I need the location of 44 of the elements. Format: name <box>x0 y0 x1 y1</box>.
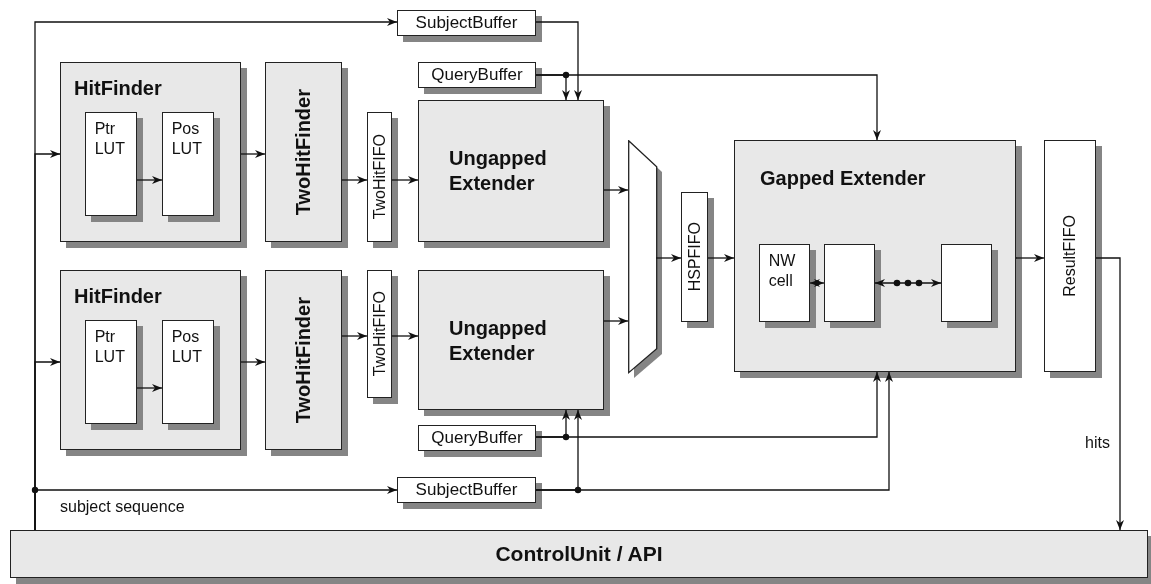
control-unit-label: ControlUnit / API <box>495 542 663 566</box>
buffer-label: SubjectBuffer <box>415 13 518 33</box>
arrow <box>535 371 881 438</box>
fifo-label: ResultFIFO <box>1061 215 1079 297</box>
arrow <box>655 254 682 262</box>
arrow <box>874 279 942 287</box>
module-title: TwoHitFinder <box>292 88 315 216</box>
arrow <box>603 317 629 325</box>
arrow <box>341 332 368 340</box>
arrow <box>136 176 163 184</box>
arrow <box>1015 254 1045 262</box>
arrow <box>391 332 419 340</box>
module-title: HitFinder <box>74 284 163 309</box>
arrow <box>240 358 266 366</box>
arrow <box>535 371 893 491</box>
fifo-label: TwoHitFIFO <box>370 291 389 377</box>
arrow <box>341 176 368 184</box>
module-title: HitFinder <box>74 76 163 101</box>
arrow <box>391 176 419 184</box>
module-title: Gapped Extender <box>760 166 927 191</box>
buffer-label: QueryBuffer <box>431 65 523 85</box>
multiplexer-trapezoid <box>628 140 664 380</box>
buffer-label: QueryBuffer <box>431 428 523 448</box>
arrow <box>136 384 163 392</box>
arrow <box>34 486 398 531</box>
arrow <box>1095 257 1124 531</box>
box-label: Ptr LUT <box>94 118 126 159</box>
fifo-label: TwoHitFIFO <box>370 134 389 220</box>
module-title: TwoHitFinder <box>292 296 315 424</box>
buffer-label: SubjectBuffer <box>415 480 518 500</box>
arrow <box>603 186 629 194</box>
box-label: NW cell <box>768 250 797 291</box>
box-label: Ptr LUT <box>94 326 126 367</box>
box-label: Pos LUT <box>171 118 203 159</box>
arrow <box>809 279 825 287</box>
arrow <box>240 150 266 158</box>
module-title: Ungapped Extender <box>449 316 548 366</box>
module-title: Ungapped Extender <box>449 146 548 196</box>
arrow <box>535 21 582 101</box>
edge-label: subject sequence <box>60 497 185 517</box>
arrow <box>707 254 735 262</box>
arrow <box>535 74 881 141</box>
fifo-label: HSPFIFO <box>685 222 704 292</box>
box-label: Pos LUT <box>171 326 203 367</box>
